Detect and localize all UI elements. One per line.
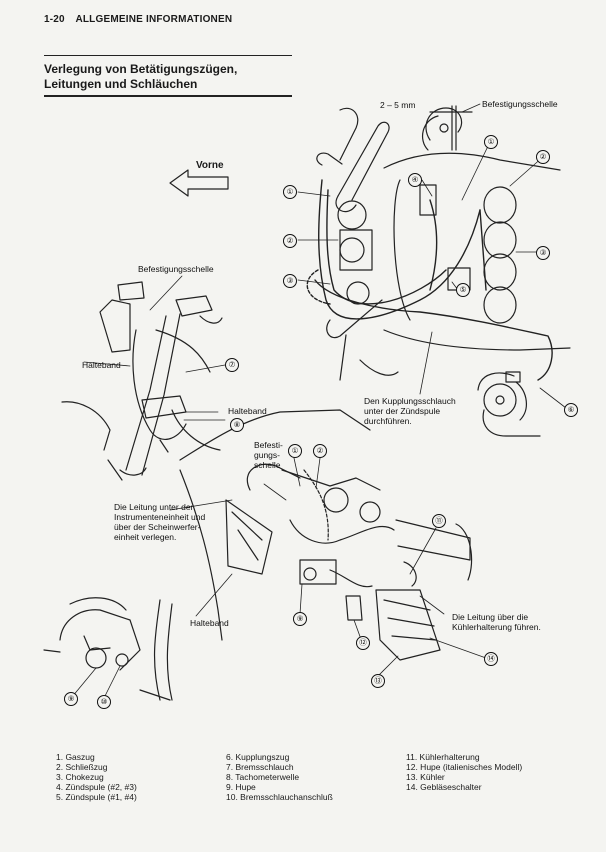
callout-7: ⑦ (225, 358, 239, 372)
label-befestigungsschelle-left: Befestigungsschelle (138, 264, 214, 274)
callout-1-mid: ① (288, 444, 302, 458)
page-header: 1-20 ALLGEMEINE INFORMATIONEN (44, 14, 232, 25)
label-leitung-kuehler: Die Leitung über die Kühlerhalterung füh… (452, 612, 541, 632)
callout-2-mid: ② (313, 444, 327, 458)
label-halteband-2: Halteband (228, 406, 267, 416)
callout-10: ⑩ (97, 695, 111, 709)
legend-item: 12. Hupe (italienisches Modell) (406, 762, 523, 772)
callout-3-right: ③ (536, 246, 550, 260)
page-title: Verlegung von Betätigungszügen, Leitunge… (44, 62, 294, 92)
legend-item: 11. Kühlerhalterung (406, 752, 480, 762)
title-rule-top (44, 55, 292, 56)
callout-9-mid: ⑨ (293, 612, 307, 626)
radiator-coils (393, 179, 517, 324)
callout-1-top: ① (283, 185, 297, 199)
brake-hose-detail (43, 597, 173, 701)
callout-4: ④ (408, 173, 422, 187)
page-title-line2: Leitungen und Schläuchen (44, 77, 198, 91)
label-befestigungsschelle-mid: Befesti- gungs- schelle (254, 440, 283, 470)
front-arrow-icon (169, 169, 229, 197)
leitung-right-line1: Die Leitung über die (452, 612, 529, 622)
callout-2-top: ② (283, 234, 297, 248)
legend-item: 14. Gebläseschalter (406, 782, 482, 792)
callout-2-right: ② (536, 150, 550, 164)
callout-8: ⑧ (230, 418, 244, 432)
callout-14: ⑭ (484, 652, 498, 666)
befest-line3: schelle (254, 460, 281, 470)
label-kupplungsschlauch: Den Kupplungsschlauch unter der Zündspul… (364, 396, 456, 426)
callout-5: ⑤ (456, 283, 470, 297)
leitung-left-line4: einheit verlegen. (114, 532, 177, 542)
leader-lines (71, 103, 567, 701)
label-halteband-1: Halteband (82, 360, 121, 370)
gap-dimension: 2 – 5 mm (380, 100, 416, 110)
legend-column-2: 6. Kupplungszug 7. Bremsschlauch 8. Tach… (226, 752, 333, 802)
callout-6: ⑥ (564, 403, 578, 417)
legend-item: 5. Zündspule (#1, #4) (56, 792, 137, 802)
title-rule-bottom (44, 95, 292, 97)
callout-13: ⑬ (371, 674, 385, 688)
legend-item: 1. Gaszug (56, 752, 95, 762)
befest-line2: gungs- (254, 450, 280, 460)
legend-item: 7. Bremsschlauch (226, 762, 294, 772)
legend-column-3: 11. Kühlerhalterung 12. Hupe (italienisc… (406, 752, 522, 792)
legend-item: 6. Kupplungszug (226, 752, 290, 762)
leitung-left-line2: Instrumenteneinheit und (114, 512, 206, 522)
callout-11: ⑪ (432, 514, 446, 528)
leitung-left-line1: Die Leitung unter der (114, 502, 194, 512)
page-number: 1-20 (44, 14, 65, 25)
label-leitung-instrument: Die Leitung unter der Instrumenteneinhei… (114, 502, 205, 542)
callout-12: ⑫ (356, 636, 370, 650)
callout-3-top: ③ (283, 274, 297, 288)
page-title-line1: Verlegung von Betätigungszügen, (44, 62, 238, 76)
kupplung-line1: Den Kupplungsschlauch (364, 396, 456, 406)
kupplung-line3: durchführen. (364, 416, 412, 426)
legend-item: 4. Zündspule (#2, #3) (56, 782, 137, 792)
legend-item: 8. Tachometerwelle (226, 772, 300, 782)
routing-illustration (43, 103, 571, 701)
legend-item: 2. Schließzug (56, 762, 108, 772)
befest-line1: Befesti- (254, 440, 283, 450)
clamp-detail (421, 105, 473, 151)
callout-1-right: ① (484, 135, 498, 149)
section-title: ALLGEMEINE INFORMATIONEN (75, 14, 233, 25)
cable-runs-top (306, 179, 553, 381)
label-befestigungsschelle-top: Befestigungsschelle (482, 99, 558, 109)
legend-item: 10. Bremsschlauchanschluß (226, 792, 333, 802)
legend-item: 3. Chokezug (56, 772, 104, 782)
front-label: Vorne (196, 160, 224, 171)
leitung-right-line2: Kühlerhalterung führen. (452, 622, 541, 632)
callout-9-left: ⑨ (64, 692, 78, 706)
kupplung-line2: unter der Zündspule (364, 406, 441, 416)
clutch-detail (477, 371, 541, 437)
instrument-assembly (61, 281, 223, 481)
legend-column-1: 1. Gaszug 2. Schließzug 3. Chokezug 4. Z… (56, 752, 137, 802)
handlebar-assembly-top (316, 107, 571, 381)
label-halteband-3: Halteband (190, 618, 229, 628)
legend-item: 13. Kühler (406, 772, 445, 782)
leitung-left-line3: über der Scheinwerfer- (114, 522, 201, 532)
legend-item: 9. Hupe (226, 782, 256, 792)
